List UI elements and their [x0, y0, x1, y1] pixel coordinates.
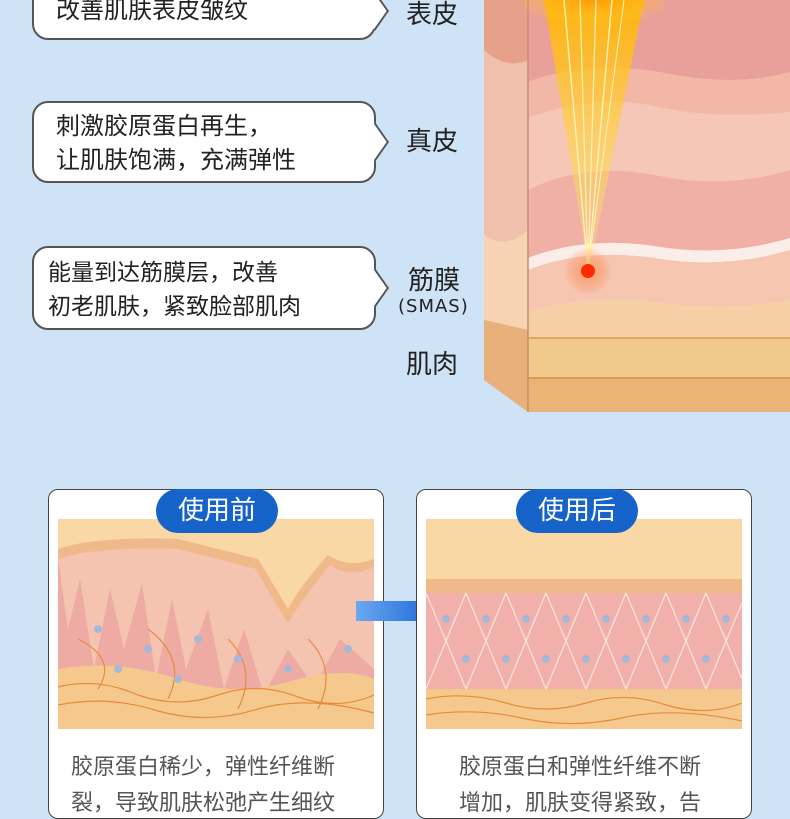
layer-label-fascia: 筋膜	[408, 266, 461, 296]
fascia-callout-line2: 初老肌肤，紧致脸部肌肉	[48, 294, 301, 320]
before-caption-line2: 裂，导致肌肤松弛产生细纹	[71, 791, 336, 816]
fascia-callout-line1: 能量到达筋膜层，改善	[48, 260, 278, 286]
dermis-callout: 刺激胶原蛋白再生， 让肌肤饱满，充满弹性	[32, 101, 389, 183]
dermis-callout-line1: 刺激胶原蛋白再生，	[56, 112, 272, 140]
after-skin-illustration	[426, 519, 742, 729]
after-panel: 胶原蛋白和弹性纤维不断 增加，肌肤变得紧致，告	[416, 489, 752, 819]
before-skin-illustration	[58, 519, 374, 729]
before-label: 使用前	[156, 489, 279, 533]
before-caption-line1: 胶原蛋白稀少，弹性纤维断	[71, 755, 336, 780]
layer-label-muscle: 肌肉	[406, 350, 459, 380]
layer-label-epidermis: 表皮	[406, 0, 459, 30]
after-caption-line1: 胶原蛋白和弹性纤维不断	[459, 755, 702, 780]
before-panel: 胶原蛋白稀少，弹性纤维断 裂，导致肌肤松弛产生细纹	[48, 489, 384, 819]
fascia-callout: 能量到达筋膜层，改善 初老肌肤，紧致脸部肌肉	[32, 246, 389, 330]
after-caption-line2: 增加，肌肤变得紧致，告	[459, 791, 702, 816]
epidermis-callout-text: 改善肌肤表皮皱纹	[56, 0, 248, 24]
skin-layers-illustration	[484, 0, 790, 412]
after-label: 使用后	[516, 489, 639, 533]
dermis-callout-line2: 让肌肤饱满，充满弹性	[56, 146, 296, 174]
layer-label-dermis: 真皮	[406, 127, 459, 157]
epidermis-callout: 改善肌肤表皮皱纹	[32, 0, 389, 40]
layer-label-smas: (SMAS)	[398, 296, 469, 317]
